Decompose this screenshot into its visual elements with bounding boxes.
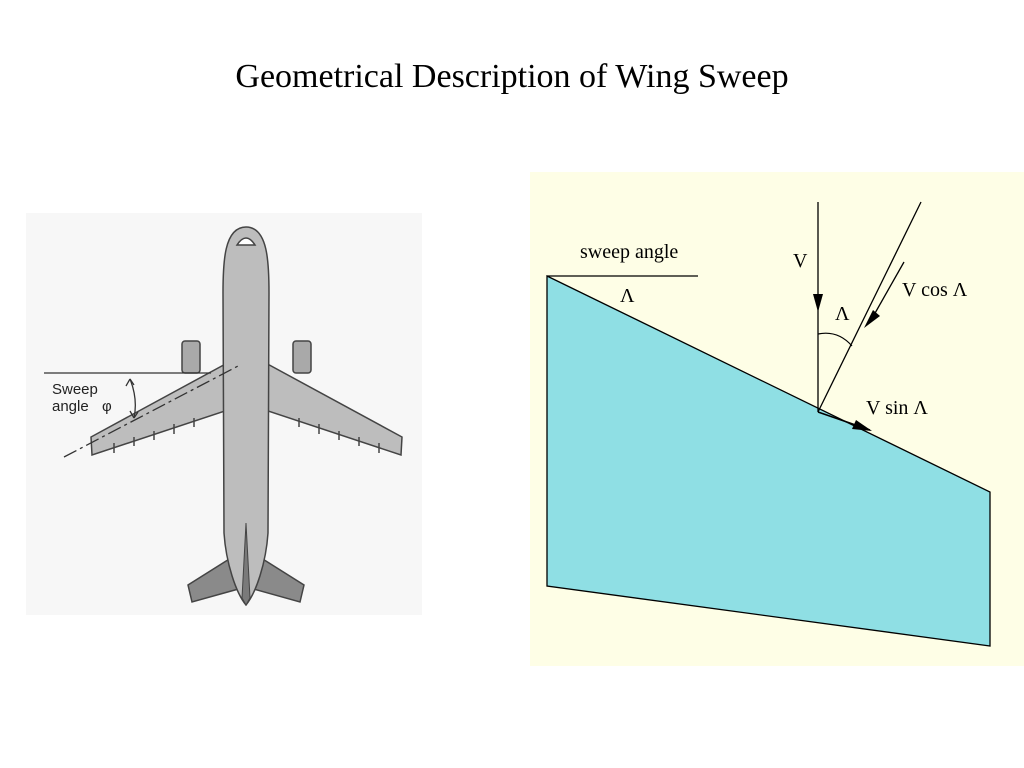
v-sin-lambda-label: V sin Λ — [866, 397, 928, 419]
velocity-arrowhead — [813, 294, 823, 312]
left-engine — [181, 340, 201, 374]
vertical-fin — [241, 522, 251, 607]
angle-lambda-symbol: Λ — [835, 303, 850, 325]
slide-title: Geometrical Description of Wing Sweep — [235, 58, 789, 95]
tangential-component-arrowhead — [852, 420, 872, 431]
sweep-label-line1: Sweep — [52, 381, 98, 398]
normal-component-line — [817, 201, 922, 413]
cockpit-window — [235, 237, 257, 246]
sweep-lambda-symbol: Λ — [620, 285, 635, 307]
sweep-label-line2: angle — [52, 398, 89, 415]
flap-pods — [113, 418, 380, 453]
airplane-drawing: Sweep angle φ — [26, 213, 422, 615]
normal-component-arrowhead — [864, 310, 880, 328]
sweep-symbol: φ — [102, 398, 112, 415]
sweep-angle-arc — [129, 378, 136, 419]
wing-diagram-svg: sweep angle Λ V V cos Λ Λ V sin Λ — [530, 172, 1024, 666]
wing-velocity-diagram: sweep angle Λ V V cos Λ Λ V sin Λ — [530, 172, 1024, 666]
velocity-label: V — [793, 250, 808, 272]
quarter-chord-line — [63, 364, 241, 458]
angle-arc — [817, 332, 853, 347]
normal-component-marker — [869, 261, 905, 323]
right-engine — [292, 340, 312, 374]
sweep-arc-arrow-bottom — [129, 410, 139, 419]
sweep-angle-label: sweep angle — [580, 241, 678, 263]
v-cos-lambda-label: V cos Λ — [902, 279, 968, 301]
sweep-arc-arrow-top — [125, 378, 135, 387]
airplane-figure: Sweep angle φ — [26, 213, 422, 615]
